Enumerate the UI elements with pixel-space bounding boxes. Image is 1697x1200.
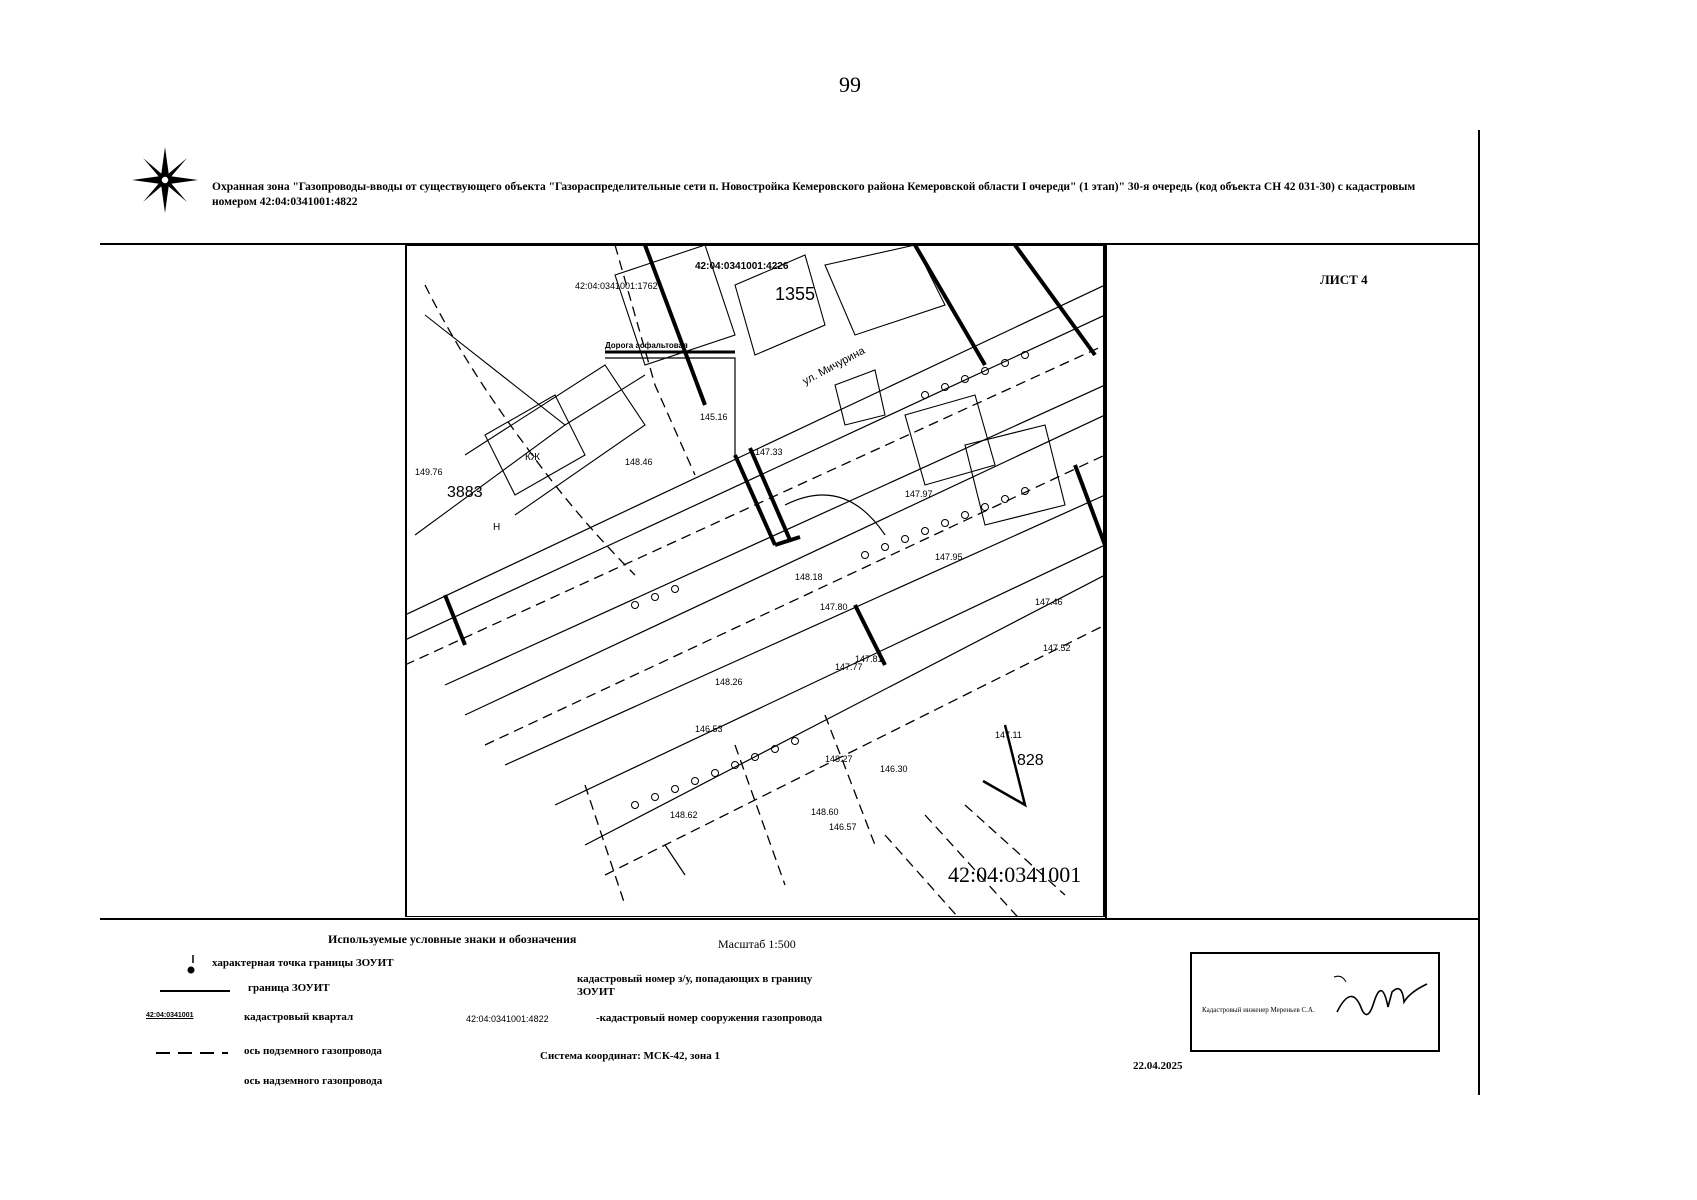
engineer-stamp: Кадастровый инженер Мереньев С.А.	[1190, 952, 1440, 1052]
boundary-point-icon	[187, 955, 195, 974]
legend-parcel-label: кадастровый номер з/у, попадающих в гран…	[577, 973, 813, 998]
spot-height: 146.57	[829, 822, 857, 832]
spot-height: 147.77	[835, 662, 863, 672]
frame-top-divider	[100, 243, 1480, 245]
cadastral-map: 42:04:0341001:1762 42:04:0341001:4226 13…	[405, 245, 1105, 917]
frame-right-border	[1478, 130, 1480, 1095]
spot-height: 147.95	[935, 552, 963, 562]
zone-boundary-dashed	[407, 245, 1103, 917]
legend-quarter-label: кадастровый квартал	[244, 1011, 354, 1023]
legend-aboveground-label: ось надземного газопровода	[244, 1075, 383, 1087]
spot-height: 146.30	[880, 764, 908, 774]
kzh-label: КЖ	[525, 452, 541, 463]
cadastral-quarter-label: 42:04:0341001	[948, 862, 1082, 887]
legend-underground-label: ось подземного газопровода	[244, 1045, 382, 1057]
page-number: 99	[839, 72, 861, 97]
building-label-1355: 1355	[775, 284, 815, 304]
legend-boundary-label: граница ЗОУИТ	[248, 982, 330, 994]
legend-facility-label: -кадастровый номер сооружения газопровод…	[596, 1012, 823, 1024]
legend-quarter-sample: 42:04:0341001	[146, 1012, 194, 1019]
header-title: Охранная зона "Газопроводы-вводы от суще…	[212, 181, 1416, 208]
spot-height: 148.18	[795, 572, 823, 582]
frame-map-right-divider	[1105, 243, 1107, 920]
parcel-outlines	[414, 245, 1066, 536]
spot-height: 147.33	[755, 447, 783, 457]
tree-row	[631, 351, 1029, 809]
n-label: Н	[493, 522, 500, 533]
parcel-label-top: 42:04:0341001:1762	[575, 281, 658, 291]
spot-height: 146.53	[695, 724, 723, 734]
spot-height: 148.60	[811, 807, 839, 817]
spot-height: 148.46	[625, 457, 653, 467]
callout-label: Дорога асфальтовая	[605, 341, 688, 350]
document-date: 22.04.2025	[1133, 1060, 1183, 1072]
boundary-line-symbol	[160, 990, 230, 992]
spot-height: 147.81	[855, 654, 883, 664]
stamp-text: Кадастровый инженер Мереньев С.А.	[1202, 1006, 1315, 1014]
legend-heading: Используемые условные знаки и обозначени…	[328, 932, 577, 946]
compass-rose-icon	[132, 147, 198, 213]
spot-height: 147.46	[1035, 597, 1063, 607]
spot-height: 147.52	[1043, 643, 1071, 653]
building-label-828: 828	[1017, 752, 1044, 769]
signature-icon	[1333, 975, 1428, 1016]
frame-bottom-divider	[100, 918, 1480, 920]
spot-height: 147.11	[995, 730, 1022, 740]
spot-height: 147.80	[820, 602, 848, 612]
spot-height: 148.26	[715, 677, 743, 687]
coordinate-system: Система координат: МСК-42, зона 1	[540, 1050, 720, 1062]
sheet-label: ЛИСТ 4	[1320, 272, 1368, 287]
parcel-label-bold: 42:04:0341001:4226	[695, 261, 789, 272]
spot-height: 148.62	[670, 810, 698, 820]
map-scale: Масштаб 1:500	[718, 937, 796, 951]
legend-facility-sample: 42:04:0341001:4822	[466, 1014, 549, 1024]
gas-pipeline	[443, 245, 1103, 666]
spot-height: 145.16	[700, 412, 728, 422]
spot-height: 147.97	[905, 489, 933, 499]
underground-axis-symbol	[156, 1052, 228, 1054]
building-label-3883: 3883	[447, 484, 483, 501]
legend-point-label: характерная точка границы ЗОУИТ	[212, 957, 394, 969]
spot-height: 148.27	[825, 754, 853, 764]
spot-height: 149.76	[415, 467, 443, 477]
